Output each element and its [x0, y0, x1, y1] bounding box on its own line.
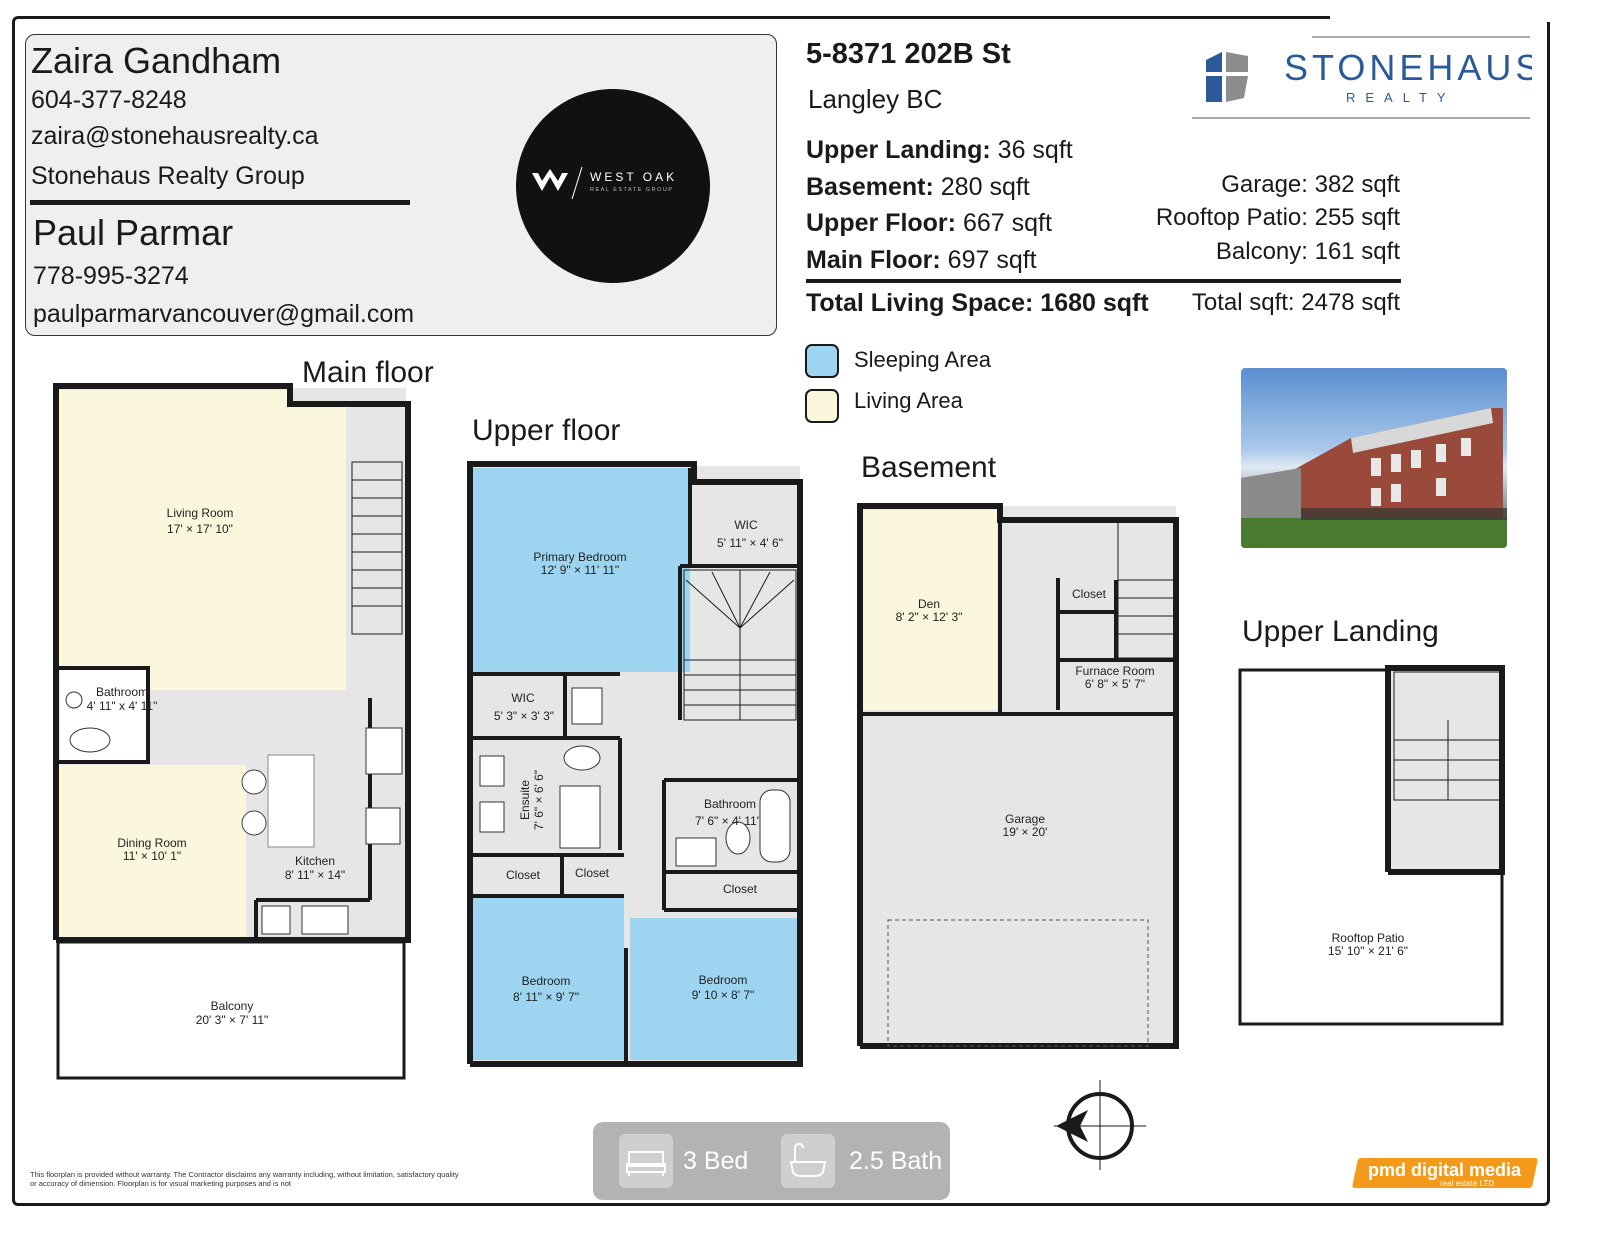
svg-text:Closet: Closet — [506, 868, 541, 882]
agent-divider — [30, 200, 410, 205]
svg-text:17' × 17' 10": 17' × 17' 10" — [167, 522, 233, 536]
legend-swatch-living — [805, 389, 839, 423]
svg-text:20' 3" × 7' 11": 20' 3" × 7' 11" — [196, 1013, 269, 1027]
agent-1-company: Stonehaus Realty Group — [31, 162, 305, 190]
floor-title-main: Main floor — [302, 356, 434, 389]
upper-stairs — [683, 569, 797, 721]
svg-text:8' 2" × 12' 3": 8' 2" × 12' 3" — [896, 610, 963, 624]
main-floor-plan: Living Room 17' × 17' 10" Bathroom 4' 11… — [53, 383, 411, 1080]
agent-2-name: Paul Parmar — [33, 212, 234, 253]
area-basement: Basement: 280 sqft — [806, 173, 1030, 201]
svg-text:Dining Room: Dining Room — [117, 836, 186, 850]
bath-icon — [781, 1134, 835, 1188]
basement-stairs — [1117, 521, 1175, 659]
legend-label-living: Living Area — [854, 388, 963, 413]
agent-1-name: Zaira Gandham — [31, 40, 282, 81]
agent-1-email[interactable]: zaira@stonehausrealty.ca — [31, 122, 319, 150]
svg-text:Closet: Closet — [723, 882, 758, 896]
agent-1-phone[interactable]: 604-377-8248 — [31, 86, 187, 114]
area-balcony: Balcony: 161 sqft — [1215, 238, 1400, 265]
upper-floor-plan: Primary Bedroom 12' 9" × 11' 11" WIC 5' … — [467, 461, 803, 1067]
svg-text:Bedroom: Bedroom — [699, 973, 748, 987]
floor-title-basement: Basement — [861, 451, 997, 484]
upper-landing-plan: Rooftop Patio 15' 10" × 21' 6" — [1238, 665, 1505, 1026]
svg-text:Ensuite: Ensuite — [518, 780, 532, 820]
area-garage: Garage: 382 sqft — [1221, 171, 1400, 198]
svg-text:Balcony: Balcony — [211, 999, 254, 1013]
svg-text:Primary Bedroom: Primary Bedroom — [533, 550, 626, 564]
svg-text:8' 11" × 14": 8' 11" × 14" — [285, 868, 345, 882]
pmd-logo-sub: real estate LTD — [1440, 1179, 1495, 1188]
bed-icon — [619, 1134, 673, 1188]
floor-title-landing: Upper Landing — [1242, 615, 1439, 648]
exterior-photo — [1241, 368, 1507, 548]
disclaimer: This floorplan is provided without warra… — [30, 1170, 459, 1188]
west-oak-logo: WEST OAK REAL ESTATE GROUP — [516, 89, 710, 283]
west-oak-wordmark: WEST OAK — [590, 170, 677, 184]
total-sqft: Total sqft: 2478 sqft — [1191, 289, 1400, 316]
basement-plan: Den 8' 2" × 12' 3" Closet Furnace Room 6… — [857, 503, 1179, 1049]
area-upper-landing: Upper Landing: 36 sqft — [806, 136, 1073, 164]
page-frame — [12, 16, 1550, 1206]
agent-2-email[interactable]: paulparmarvancouver@gmail.com — [33, 300, 415, 328]
svg-text:Bathroom: Bathroom — [704, 797, 756, 811]
svg-text:5' 3" × 3' 3": 5' 3" × 3' 3" — [494, 709, 554, 723]
landing-stairs — [1393, 671, 1501, 801]
svg-text:Closet: Closet — [1072, 587, 1107, 601]
svg-text:7' 6" × 4' 11": 7' 6" × 4' 11" — [695, 814, 761, 828]
west-oak-mark-icon: WEST OAK REAL ESTATE GROUP — [532, 166, 677, 200]
svg-text:12' 9" × 11' 11": 12' 9" × 11' 11" — [541, 563, 619, 577]
baths-count: 2.5 Bath — [849, 1147, 943, 1175]
floor-title-upper: Upper floor — [472, 414, 621, 447]
area-rooftop-patio: Rooftop Patio: 255 sqft — [1155, 204, 1400, 231]
svg-text:5' 11" × 4' 6": 5' 11" × 4' 6" — [717, 536, 783, 550]
stonehaus-sub: REALTY — [1346, 90, 1456, 105]
legend-label-sleeping: Sleeping Area — [854, 347, 991, 372]
west-oak-tagline: REAL ESTATE GROUP — [590, 187, 673, 193]
svg-text:Bathroom: Bathroom — [96, 685, 148, 699]
stonehaus-wordmark: STONEHAUS — [1284, 47, 1532, 88]
address-line-2: Langley BC — [808, 84, 943, 114]
address-line-1: 5-8371 202B St — [806, 38, 1011, 70]
pmd-logo-text: pmd digital media — [1368, 1160, 1522, 1180]
stonehaus-logo: STONEHAUS REALTY — [1192, 36, 1532, 119]
agent-2-phone[interactable]: 778-995-3274 — [33, 262, 189, 290]
svg-text:8' 11" × 9' 7": 8' 11" × 9' 7" — [513, 990, 579, 1004]
svg-text:11' × 10' 1": 11' × 10' 1" — [123, 849, 181, 863]
svg-text:WIC: WIC — [511, 691, 535, 705]
svg-text:Furnace Room: Furnace Room — [1075, 664, 1154, 678]
areas-divider — [806, 279, 1401, 283]
svg-text:Rooftop Patio: Rooftop Patio — [1332, 931, 1405, 945]
svg-text:Garage: Garage — [1005, 812, 1045, 826]
svg-text:19' × 20': 19' × 20' — [1003, 825, 1048, 839]
compass-icon — [1054, 1080, 1146, 1170]
svg-text:4' 11" x 4' 11": 4' 11" x 4' 11" — [87, 699, 158, 713]
svg-text:Den: Den — [918, 597, 940, 611]
svg-text:Kitchen: Kitchen — [295, 854, 335, 868]
svg-text:15' 10" × 21' 6": 15' 10" × 21' 6" — [1328, 944, 1408, 958]
svg-text:6' 8" × 5' 7": 6' 8" × 5' 7" — [1085, 677, 1145, 691]
stats-bar: 3 Bed 2.5 Bath — [593, 1122, 950, 1200]
svg-text:9' 10 × 8' 7": 9' 10 × 8' 7" — [692, 988, 755, 1002]
beds-count: 3 Bed — [683, 1147, 749, 1175]
area-main-floor: Main Floor: 697 sqft — [806, 246, 1037, 274]
svg-text:7' 6" × 6' 6": 7' 6" × 6' 6" — [532, 770, 546, 830]
svg-text:Bedroom: Bedroom — [522, 974, 571, 988]
svg-text:WIC: WIC — [734, 518, 758, 532]
stonehaus-mark-icon — [1206, 52, 1248, 102]
svg-text:Closet: Closet — [575, 866, 610, 880]
legend-swatch-sleeping — [805, 344, 839, 378]
area-upper-floor: Upper Floor: 667 sqft — [806, 209, 1052, 237]
frame-gap — [1330, 10, 1570, 22]
svg-text:Living Room: Living Room — [167, 506, 234, 520]
main-stairs — [351, 461, 403, 635]
total-living-space: Total Living Space: 1680 sqft — [806, 289, 1149, 317]
